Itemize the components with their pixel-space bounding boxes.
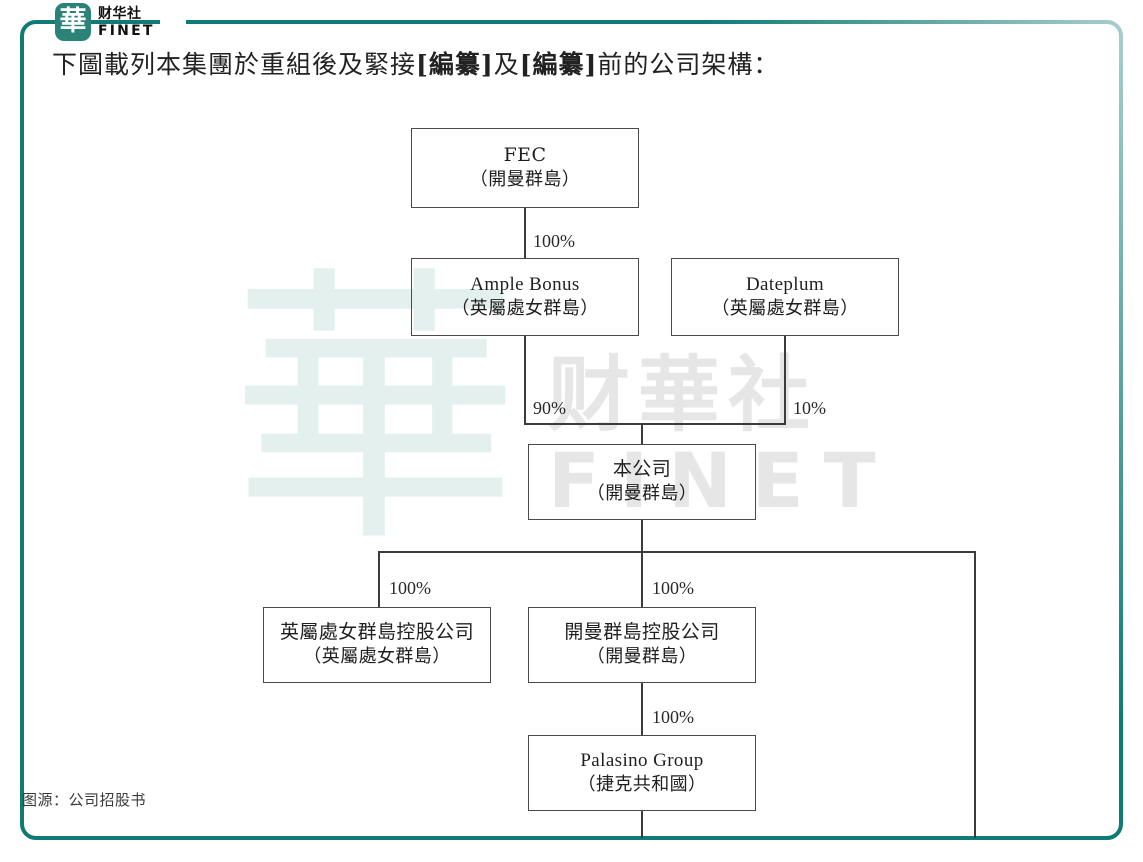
edge-cayman-to-palasino	[641, 683, 643, 735]
headline-part-1: 下圖載列本集團於重組後及緊接	[52, 50, 417, 79]
watermark-en: FINET	[548, 436, 896, 525]
headline-tag-1: [編纂]	[416, 50, 494, 79]
node-ample-bonus: Ample Bonus （英屬處女群島）	[411, 258, 639, 336]
node-the-company-jurisdiction: （開曼群島）	[586, 483, 698, 505]
node-the-company: 本公司 （開曼群島）	[528, 444, 756, 520]
edge-join-bar-company	[524, 423, 786, 425]
edge-fec-to-ample	[524, 208, 526, 258]
edge-palasino-down	[641, 811, 643, 838]
node-ample-bonus-name: Ample Bonus	[470, 274, 580, 296]
headline-part-3: 前的公司架構：	[597, 50, 780, 79]
edge-dateplum-to-company	[784, 336, 786, 424]
label-cayman-to-palasino: 100%	[652, 707, 694, 727]
label-company-to-bvi: 100%	[389, 578, 431, 598]
edge-company-to-bvi-holding	[378, 551, 380, 607]
edge-ample-to-company	[524, 336, 526, 424]
label-dateplum-to-company: 10%	[793, 398, 826, 418]
watermark-finet: 财華社 FINET	[548, 355, 896, 519]
brand-name-en: FINET	[98, 22, 155, 39]
brand-logo: 華 财华社 FINET	[55, 2, 155, 42]
watermark-cn: 财華社	[548, 348, 819, 443]
edge-company-to-offscreen-branch	[974, 551, 976, 838]
edge-company-to-cayman-holding	[641, 551, 643, 607]
node-palasino-group: Palasino Group （捷克共和國）	[528, 735, 756, 811]
headline-tag-2: [編纂]	[519, 50, 598, 79]
node-bvi-holding-company: 英屬處女群島控股公司 （英屬處女群島）	[263, 607, 491, 683]
node-dateplum: Dateplum （英屬處女群島）	[671, 258, 899, 336]
edge-company-down	[641, 520, 643, 552]
node-cayman-holding-company: 開曼群島控股公司 （開曼群島）	[528, 607, 756, 683]
label-company-to-cayman: 100%	[652, 578, 694, 598]
node-dateplum-jurisdiction: （英屬處女群島）	[711, 298, 859, 320]
node-fec-name: FEC	[503, 144, 547, 167]
finet-logo-icon: 華	[55, 3, 91, 41]
node-bvi-holding-company-jurisdiction: （英屬處女群島）	[303, 646, 451, 668]
source-caption: 图源：公司招股书	[22, 791, 147, 809]
page-title: 下圖載列本集團於重組後及緊接[編纂]及[編纂]前的公司架構：	[52, 48, 1092, 82]
node-dateplum-name: Dateplum	[745, 274, 825, 296]
edge-company-distribution-bar	[378, 551, 975, 553]
headline-part-2: 及	[493, 50, 520, 79]
node-fec: FEC （開曼群島）	[411, 128, 639, 208]
watermark-hua-glyph: 華	[230, 244, 520, 581]
node-ample-bonus-jurisdiction: （英屬處女群島）	[451, 298, 599, 320]
label-fec-to-ample: 100%	[533, 231, 575, 251]
node-bvi-holding-company-name: 英屬處女群島控股公司	[279, 621, 474, 644]
node-palasino-group-name: Palasino Group	[580, 750, 704, 772]
brand-wordmark: 财华社 FINET	[98, 7, 155, 38]
node-cayman-holding-company-jurisdiction: （開曼群島）	[586, 646, 698, 668]
edge-joinbar-down-company	[641, 423, 643, 444]
node-palasino-group-jurisdiction: （捷克共和國）	[577, 774, 707, 796]
node-fec-jurisdiction: （開曼群島）	[469, 169, 581, 191]
brand-name-cn: 财华社	[98, 5, 142, 22]
label-ample-to-company: 90%	[533, 398, 566, 418]
logo-glyph: 華	[59, 5, 87, 37]
node-the-company-name: 本公司	[612, 458, 672, 481]
node-cayman-holding-company-name: 開曼群島控股公司	[564, 621, 720, 644]
